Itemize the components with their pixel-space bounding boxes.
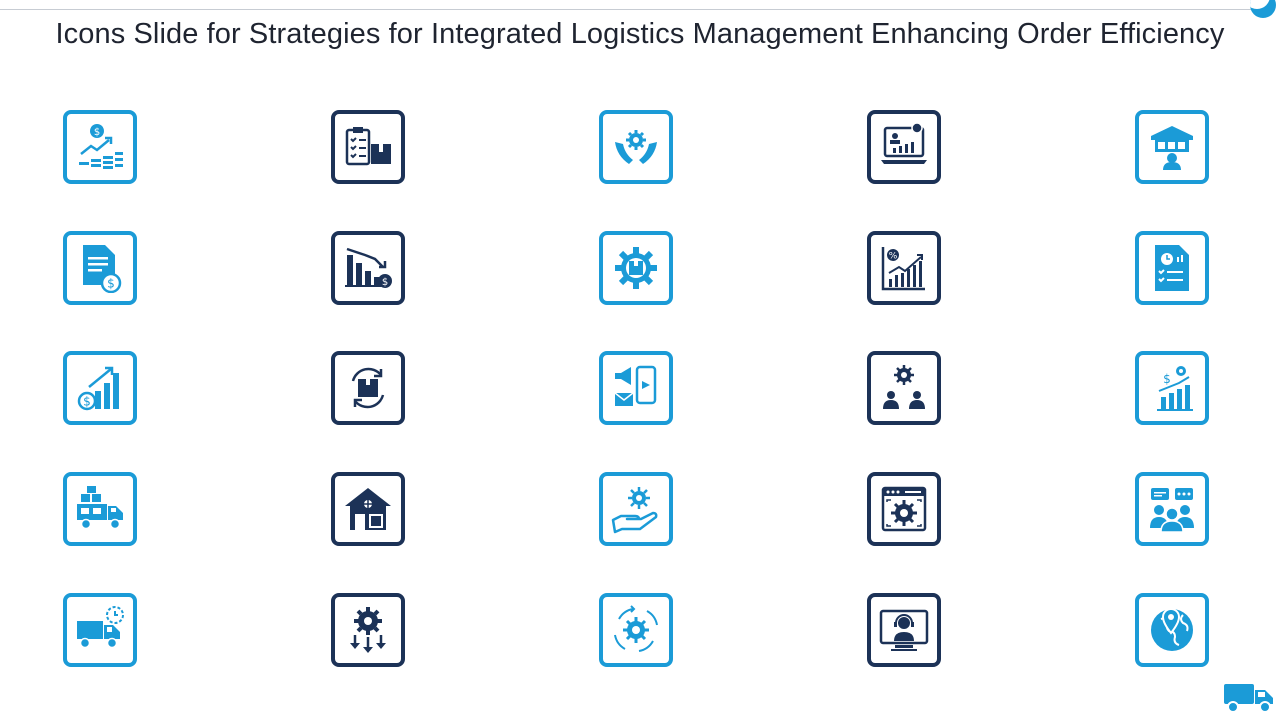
gear-box-icon bbox=[599, 231, 673, 305]
delivery-truck-icon bbox=[1222, 678, 1278, 714]
svg-text:$: $ bbox=[107, 277, 115, 291]
clipboard-box-checklist-icon bbox=[331, 110, 405, 184]
svg-text:$: $ bbox=[382, 277, 388, 288]
browser-gear-settings-icon bbox=[867, 472, 941, 546]
dollar-growth-coins-icon: $ bbox=[63, 110, 137, 184]
team-chat-icon bbox=[1135, 472, 1209, 546]
global-location-icon bbox=[1135, 593, 1209, 667]
invoice-dollar-icon: $ bbox=[63, 231, 137, 305]
gear-cycle-arrows-icon bbox=[599, 593, 673, 667]
report-clock-checklist-icon bbox=[1135, 231, 1209, 305]
svg-text:$: $ bbox=[83, 395, 91, 409]
warehouse-house-box-icon bbox=[331, 472, 405, 546]
percentage-growth-chart-icon: % bbox=[867, 231, 941, 305]
svg-text:$: $ bbox=[94, 127, 100, 138]
slide-title: Icons Slide for Strategies for Integrate… bbox=[55, 18, 1225, 50]
fast-delivery-truck-clock-icon bbox=[63, 593, 137, 667]
digital-marketing-mobile-icon bbox=[599, 351, 673, 425]
laptop-analytics-icon bbox=[867, 110, 941, 184]
warehouse-worker-icon bbox=[1135, 110, 1209, 184]
team-gear-management-icon bbox=[867, 351, 941, 425]
hands-gear-icon bbox=[599, 110, 673, 184]
cost-gear-chart-icon: $ bbox=[1135, 351, 1209, 425]
gear-arrows-down-icon bbox=[331, 593, 405, 667]
top-rule bbox=[0, 9, 1254, 10]
svg-text:$: $ bbox=[1163, 372, 1171, 386]
hand-gear-icon bbox=[599, 472, 673, 546]
support-agent-screen-icon bbox=[867, 593, 941, 667]
dollar-bar-growth-icon: $ bbox=[63, 351, 137, 425]
corner-accent-shape bbox=[1250, 0, 1276, 18]
svg-text:%: % bbox=[889, 252, 898, 262]
declining-cost-chart-icon: $ bbox=[331, 231, 405, 305]
delivery-truck-boxes-icon bbox=[63, 472, 137, 546]
box-refresh-cycle-icon bbox=[331, 351, 405, 425]
